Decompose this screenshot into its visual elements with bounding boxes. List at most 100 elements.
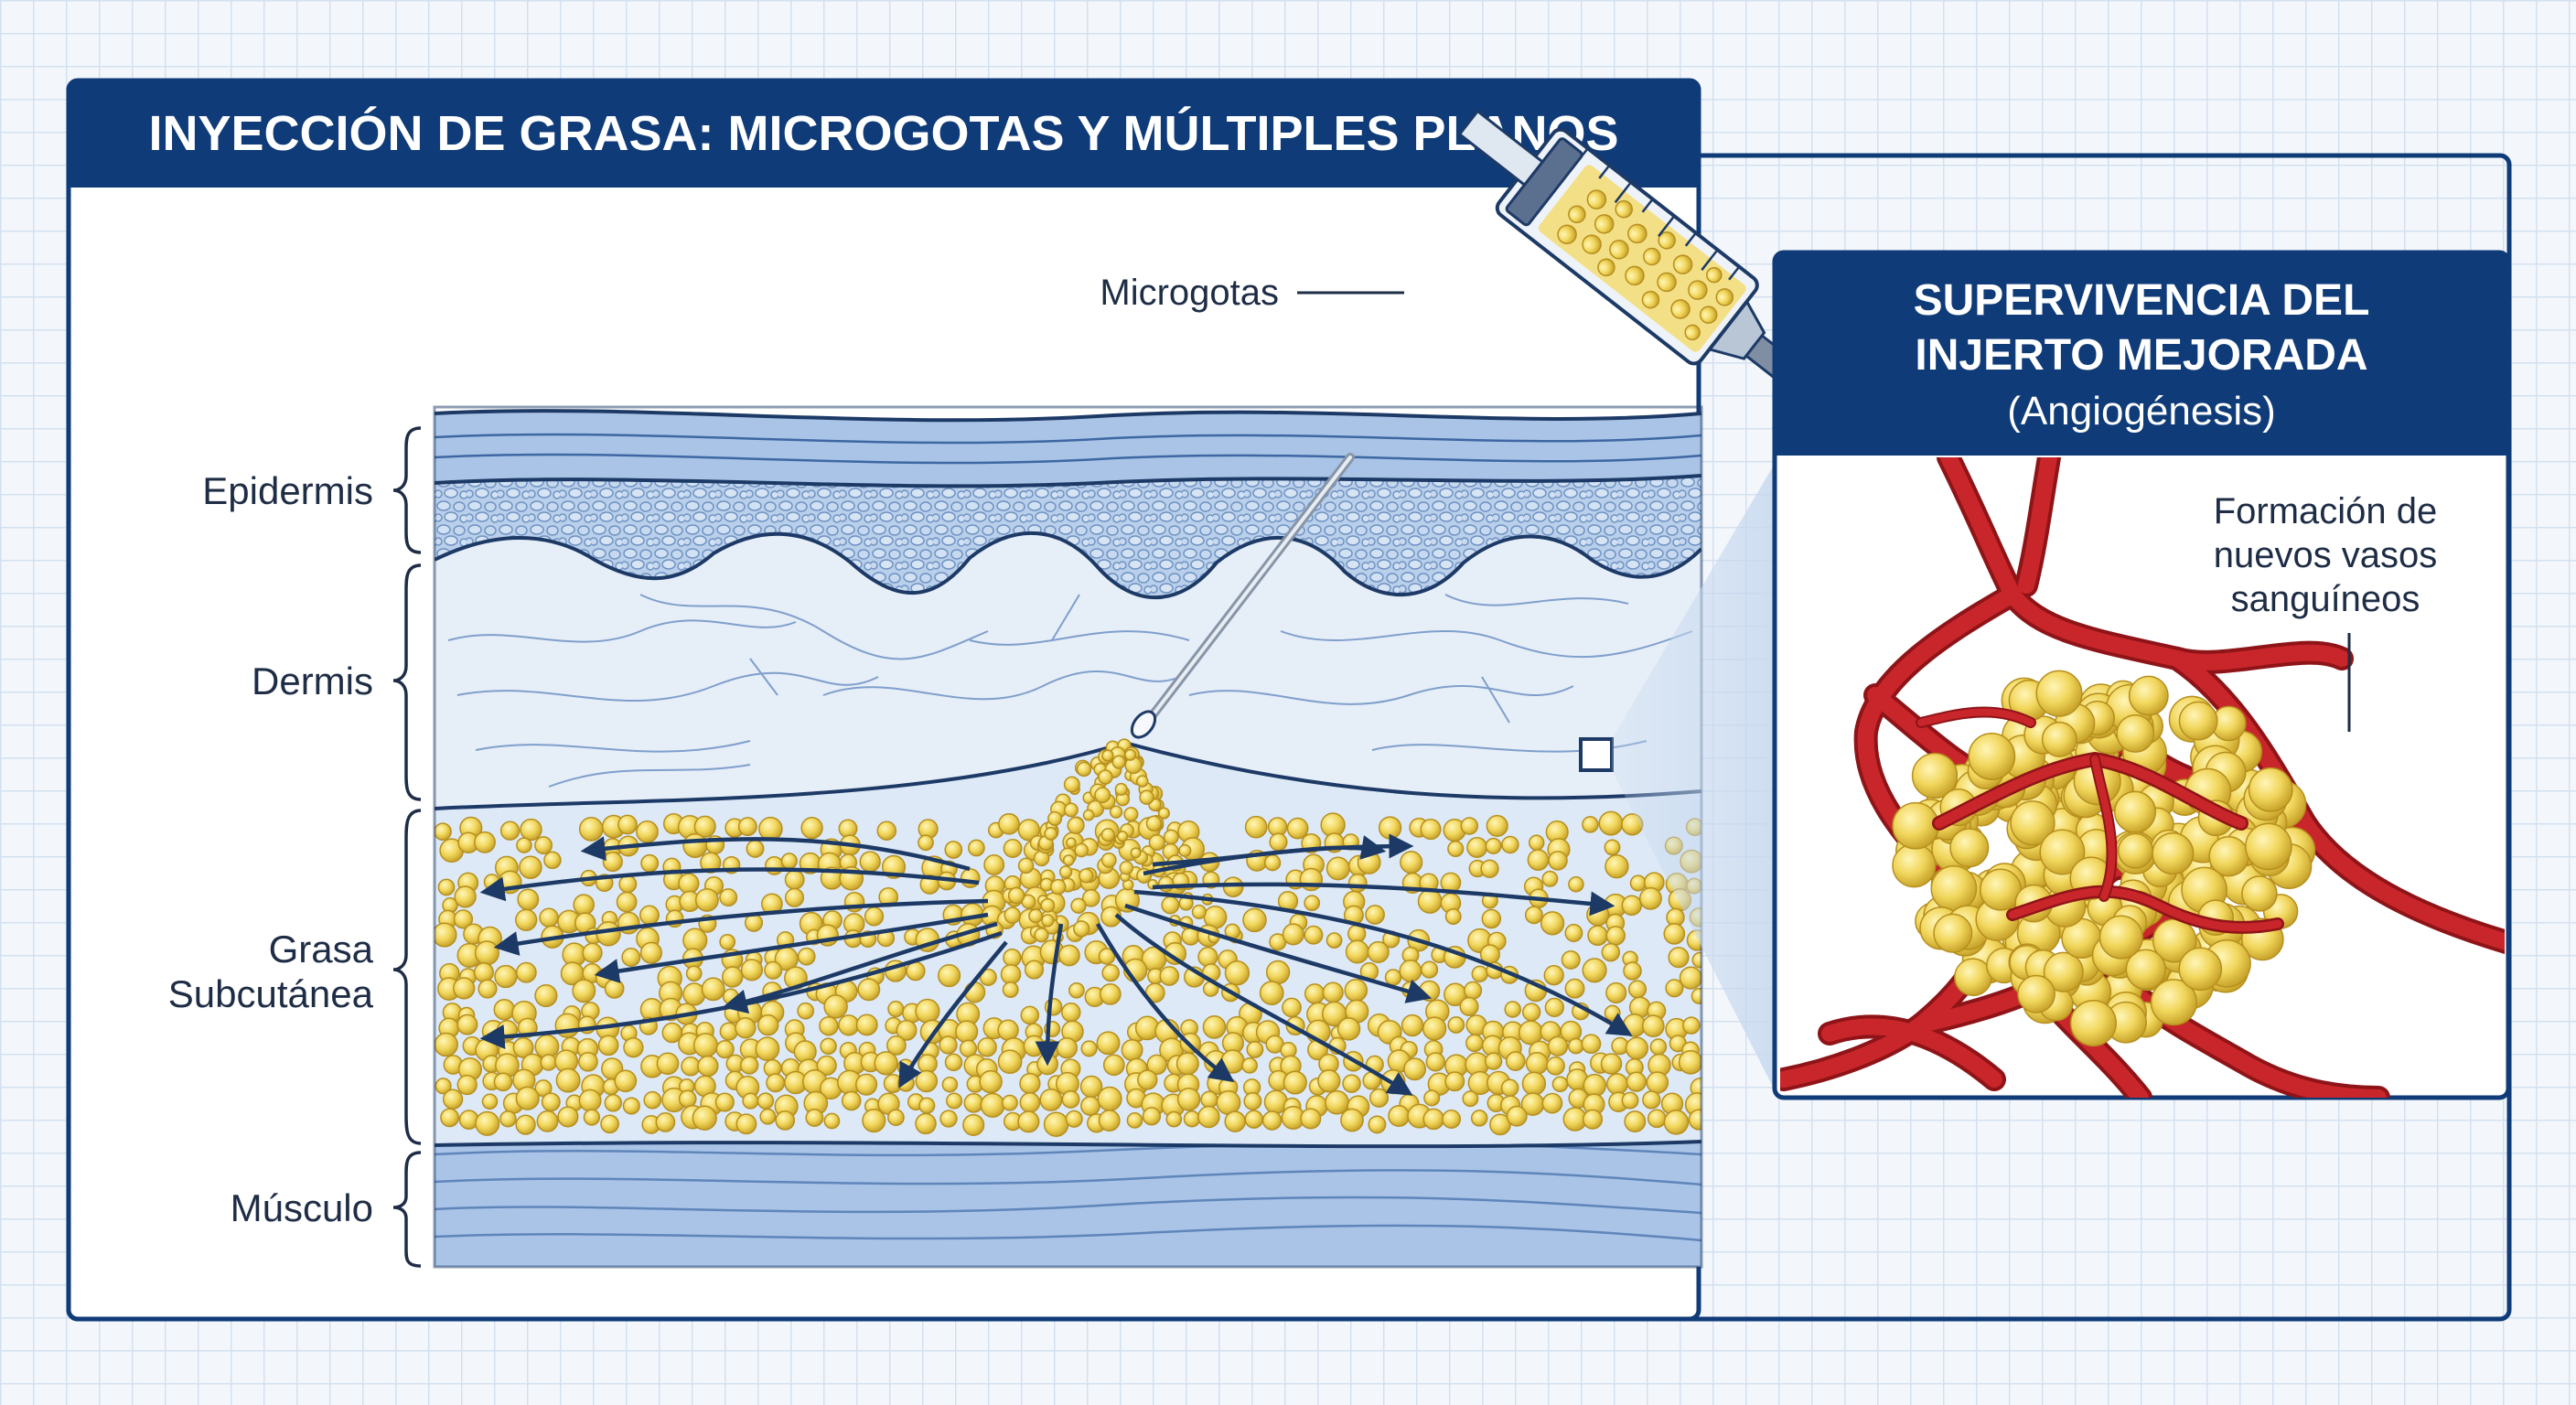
fat-cell	[1183, 1110, 1201, 1128]
fat-cell	[578, 817, 604, 842]
fat-cell	[962, 1113, 985, 1136]
dermis-layer	[435, 532, 1701, 809]
fat-cell	[998, 812, 1020, 835]
cluster-fat-cell	[2125, 949, 2167, 991]
side-title-line2: INJERTO MEJORADA	[1915, 331, 2367, 380]
arrow	[479, 930, 1003, 1049]
vessel	[1821, 1018, 2002, 1088]
bracket-dermis	[392, 563, 422, 801]
main-title: INYECCIÓN DE GRASA: MICROGOTAS Y MÚLTIPL…	[148, 106, 1618, 161]
fat-cell	[604, 1094, 623, 1112]
fat-cell	[1068, 981, 1085, 999]
fat-cell	[453, 977, 476, 1000]
fat-cell	[1679, 966, 1701, 990]
fat-cell	[453, 909, 474, 929]
fat-cell	[1017, 1110, 1040, 1133]
fat-cell	[1649, 1038, 1668, 1056]
syringe-fat-fill	[1538, 165, 1746, 352]
fat-cell	[1388, 1105, 1411, 1127]
fat-cell	[793, 1040, 817, 1064]
fat-cell	[1543, 965, 1564, 986]
fat-cell	[540, 1054, 557, 1071]
fat-cell	[1003, 948, 1022, 968]
fat-cell	[640, 853, 660, 873]
fat-cell	[1081, 888, 1100, 907]
fat-cell	[1601, 942, 1621, 962]
fat-cell	[493, 998, 516, 1021]
fat-cell	[816, 1055, 837, 1077]
injected-microdroplets	[985, 738, 1243, 944]
fat-cell	[1480, 859, 1499, 878]
fat-cell	[1345, 939, 1369, 964]
cluster-fat-cell	[1930, 865, 1978, 912]
cluster-fat-cell	[2178, 947, 2223, 992]
fat-cell	[541, 1092, 561, 1112]
fat-cell	[714, 1092, 735, 1112]
fat-cell	[941, 1076, 959, 1093]
fat-cell	[855, 1073, 878, 1096]
fat-cell	[805, 1109, 824, 1127]
cluster-fat-cell	[2245, 822, 2292, 871]
microdroplet	[1063, 776, 1080, 793]
fat-cell	[960, 868, 981, 888]
fat-cell	[1582, 1109, 1604, 1130]
cluster-fat-cell	[1968, 733, 2016, 780]
fat-cell	[1606, 1073, 1628, 1096]
fat-cell	[440, 1108, 460, 1128]
microdroplet	[1100, 852, 1117, 868]
fat-cell	[1368, 1115, 1387, 1134]
fat-cell	[1548, 851, 1568, 871]
fat-cell	[759, 1108, 777, 1125]
layer-brackets	[392, 426, 422, 1268]
fat-cell	[515, 908, 538, 931]
fat-cell	[1626, 1071, 1647, 1092]
fat-cell	[997, 1049, 1023, 1075]
fat-cell	[980, 1092, 1005, 1118]
fat-cell	[784, 887, 805, 907]
fat-cell	[520, 818, 542, 842]
fat-cell	[1604, 839, 1621, 856]
fat-cell	[478, 979, 498, 999]
fat-cell	[602, 852, 623, 873]
fat-cell	[1465, 1034, 1484, 1053]
microdroplet	[1067, 816, 1085, 834]
fat-cell	[1564, 924, 1583, 942]
cluster-fat-cell	[2041, 721, 2077, 757]
fat-cell	[757, 1092, 775, 1110]
fat-cell	[1202, 1015, 1227, 1039]
fat-cell	[435, 822, 452, 842]
fat-cell	[1460, 817, 1479, 835]
microdroplet	[1058, 865, 1073, 879]
fat-cell	[1600, 1053, 1623, 1075]
fat-cell	[437, 878, 456, 896]
microdroplet	[1034, 928, 1049, 943]
fat-cell	[1365, 905, 1385, 925]
fat-cell	[1417, 888, 1443, 914]
fat-cell	[1447, 1016, 1465, 1034]
fat-cell	[1020, 1005, 1040, 1025]
fat-cell	[694, 887, 719, 912]
fat-cell	[1421, 960, 1439, 979]
fat-cell	[1161, 896, 1180, 915]
fat-cell	[1003, 839, 1023, 858]
fat-cell	[1629, 874, 1647, 892]
fat-cell	[701, 977, 725, 1002]
fat-cell	[1282, 997, 1302, 1018]
fat-cell	[572, 979, 596, 1003]
fat-cell	[1486, 814, 1508, 837]
fat-cell	[1098, 1110, 1121, 1132]
fat-cell	[746, 839, 765, 858]
fat-cell	[682, 832, 708, 858]
fat-cell	[823, 994, 848, 1019]
fat-cell	[944, 841, 963, 859]
fat-cell	[474, 831, 496, 853]
vessels-over	[1916, 706, 2284, 934]
fat-cell	[979, 968, 997, 986]
cluster-fat-cell	[2241, 875, 2278, 912]
syringe: Microgotas	[1100, 109, 1803, 739]
cluster-fat-cell	[1892, 843, 1937, 888]
fat-cell	[918, 1097, 936, 1114]
fat-cell	[1501, 835, 1519, 854]
microdroplet	[1082, 809, 1095, 821]
label-epidermis: Epidermis	[202, 469, 373, 512]
